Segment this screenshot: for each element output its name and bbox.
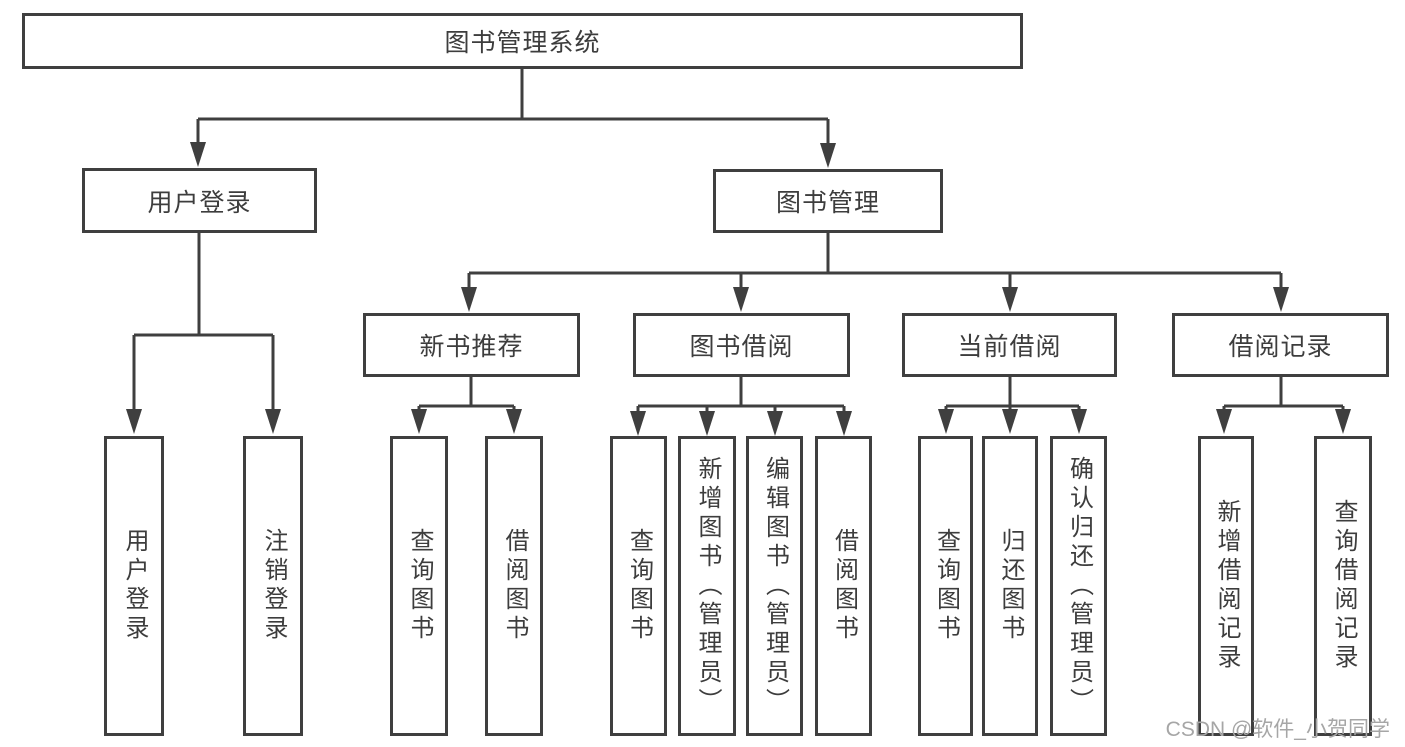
connector-book-borrow-to-children (636, 377, 846, 418)
arrowhead-icon (1071, 409, 1087, 434)
arrowhead-icon (820, 143, 836, 168)
node-leaf-query-books: 查询图书 (610, 436, 667, 736)
arrowhead-icon (461, 287, 477, 312)
connector-user-login-to-children (132, 233, 275, 416)
arrowhead-icon (733, 287, 749, 312)
node-leaf-borrow-books: 借阅图书 (485, 436, 543, 736)
node-label: 查询图书 (406, 528, 433, 644)
node-label: 查询图书 (625, 528, 653, 644)
arrowhead-icon (699, 411, 715, 436)
connector-book-mgmt-to-level3 (467, 233, 1283, 294)
node-leaf-query-books: 查询图书 (390, 436, 448, 736)
node-leaf-return-book: 归还图书 (982, 436, 1038, 736)
csdn-watermark: CSDN @软件_小贺同学 (1165, 718, 1390, 741)
arrowhead-icon (767, 411, 783, 436)
connector-new-book-rec-to-children (417, 377, 516, 416)
node-label: 确认归还（管理员） (1065, 455, 1093, 717)
node-new-book-recommendation: 新书推荐 (363, 313, 580, 377)
connector-borrow-records-to-children (1222, 377, 1345, 416)
node-leaf-borrow-books: 借阅图书 (815, 436, 872, 736)
node-label: 用户登录 (121, 528, 148, 644)
arrowhead-icon (506, 409, 522, 434)
node-label: 借阅图书 (830, 528, 858, 644)
node-label: 图书管理系统 (444, 29, 601, 57)
node-label: 新书推荐 (419, 333, 524, 361)
node-label: 图书借阅 (689, 333, 794, 361)
node-book-borrowing: 图书借阅 (633, 313, 850, 377)
node-current-borrowing: 当前借阅 (902, 313, 1117, 377)
arrowhead-icon (126, 409, 142, 434)
arrowhead-icon (190, 142, 206, 167)
arrowhead-icon (1335, 409, 1351, 434)
arrowhead-icon (1216, 409, 1232, 434)
node-label: 归还图书 (997, 528, 1024, 644)
node-label: 当前借阅 (957, 333, 1062, 361)
arrowhead-icon (1002, 287, 1018, 312)
node-leaf-edit-book-admin: 编辑图书（管理员） (746, 436, 803, 736)
arrowhead-icon (1002, 409, 1018, 434)
arrowhead-icon (938, 409, 954, 434)
arrowhead-icon (836, 411, 852, 436)
node-user-login: 用户登录 (82, 168, 317, 233)
arrowhead-icon (265, 409, 281, 434)
node-label: 新增图书（管理员） (694, 455, 721, 717)
arrowhead-icon (411, 409, 427, 434)
node-leaf-logout: 注销登录 (243, 436, 303, 736)
node-leaf-query-books: 查询图书 (918, 436, 973, 736)
node-label: 借阅记录 (1228, 333, 1333, 361)
node-label: 新增借阅记录 (1213, 499, 1240, 673)
node-label: 注销登录 (260, 528, 287, 644)
node-label: 编辑图书（管理员） (761, 455, 789, 717)
arrowhead-icon (630, 411, 646, 436)
arrowhead-icon (1273, 287, 1289, 312)
node-book-management: 图书管理 (713, 169, 943, 233)
connector-root-to-level2 (196, 69, 830, 150)
node-leaf-add-borrow-record: 新增借阅记录 (1198, 436, 1254, 736)
node-leaf-user-login: 用户登录 (104, 436, 164, 736)
node-root-library-system: 图书管理系统 (22, 13, 1023, 69)
node-label: 借阅图书 (501, 528, 528, 644)
node-label: 查询借阅记录 (1330, 499, 1357, 673)
node-label: 查询图书 (932, 528, 960, 644)
node-borrowing-records: 借阅记录 (1172, 313, 1389, 377)
node-leaf-add-book-admin: 新增图书（管理员） (678, 436, 736, 736)
node-leaf-confirm-return-admin: 确认归还（管理员） (1050, 436, 1107, 736)
node-label: 用户登录 (147, 188, 252, 217)
node-leaf-query-borrow-record: 查询借阅记录 (1314, 436, 1372, 736)
node-label: 图书管理 (775, 189, 880, 217)
